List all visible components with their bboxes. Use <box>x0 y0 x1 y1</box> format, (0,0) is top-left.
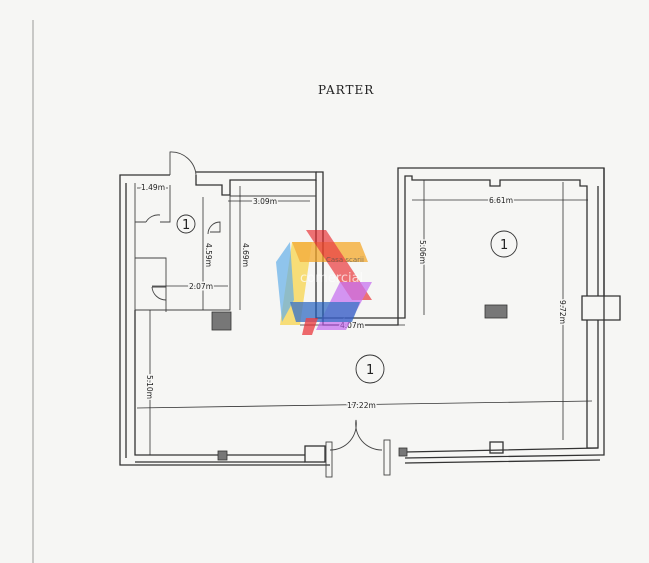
room-marker: 1 <box>490 230 518 258</box>
room-marker: 1 <box>176 214 196 234</box>
dim-label: 2.07m <box>189 282 213 291</box>
plan-title: PARTER <box>318 83 374 97</box>
dimension-labels: 1.49m 4.59m 4.69m 3.09m 2.07m 4.07m 5.06… <box>140 182 569 412</box>
inner-walls <box>134 151 391 478</box>
svg-text:1: 1 <box>182 218 190 233</box>
watermark-logo: Casa scarii comercial <box>276 230 372 335</box>
dim-label: 4.59m <box>204 243 213 267</box>
dim-label: 3.09m <box>253 197 277 206</box>
column-hatched <box>211 311 232 331</box>
outer-walls <box>119 167 621 466</box>
dim-label: 5.06m <box>418 240 427 264</box>
svg-text:Casa scarii: Casa scarii <box>326 256 364 264</box>
svg-text:comercial: comercial <box>300 271 363 286</box>
svg-text:1: 1 <box>366 363 374 378</box>
room-marker: 1 <box>355 354 385 384</box>
dim-label: 1.49m <box>141 183 165 192</box>
dim-label: 5.10m <box>145 375 154 399</box>
dim-label: 9.72m <box>558 300 567 324</box>
dimension-lines <box>136 180 593 455</box>
column-hatched <box>217 450 228 461</box>
svg-text:1: 1 <box>500 238 508 253</box>
column-hatched <box>484 304 508 319</box>
dim-label: 6.61m <box>489 196 513 205</box>
column-hatched <box>398 447 408 457</box>
dim-label: 17.22m <box>347 401 376 410</box>
dim-label: 4.69m <box>241 243 250 267</box>
